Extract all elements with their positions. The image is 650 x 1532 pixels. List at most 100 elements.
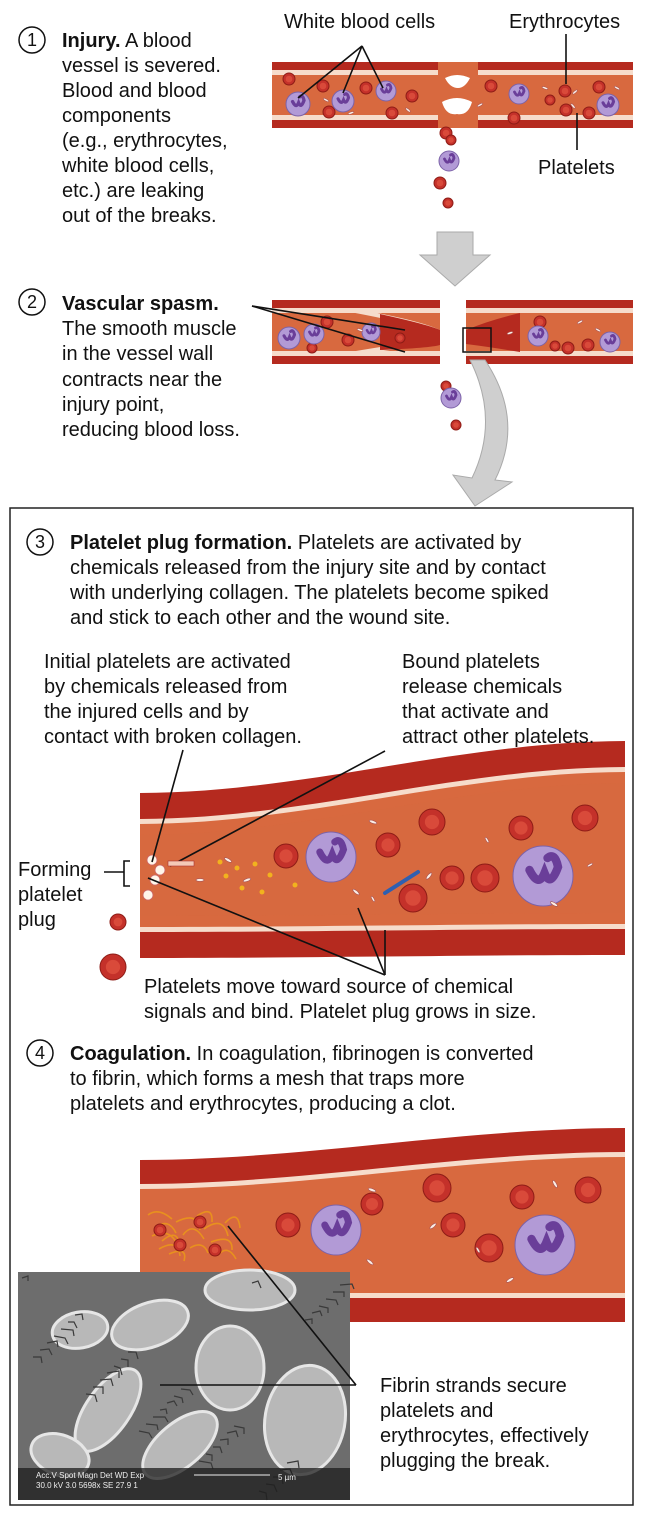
leader-platelets-move [147,877,386,976]
fibrin-strand [182,1228,205,1240]
label-white-blood-cells: White blood cells [284,11,435,33]
step3-line: and stick to each other and the wound si… [70,607,450,629]
wbc-nucleus [445,390,458,401]
platelet [572,89,578,95]
micrograph-fibrin [46,1340,59,1348]
step1-line: white blood cells, [61,155,214,177]
erythrocyte-center [445,200,451,206]
micrograph-info-bar [18,1468,350,1500]
chemical-signal [252,861,258,867]
label-forming-plug: Forming [18,859,91,881]
step1-line: Blood and blood [62,80,207,102]
erythrocyte-center [429,1180,445,1196]
wbc-nucleus [604,334,617,345]
wbc-nucleus [308,326,321,337]
micrograph-fibrin [325,1298,339,1306]
erythrocyte-center [443,383,449,389]
erythrocyte-center [113,917,123,927]
step1-line: vessel is severed. [62,55,221,77]
fibrin-strand [168,1250,186,1262]
micrograph-erythrocyte [203,1268,297,1312]
platelet [195,878,205,882]
step1-heading: Injury. [62,30,121,52]
platelet [484,837,490,843]
erythrocyte-center [442,129,450,137]
erythrocyte-center [381,838,395,852]
erythrocyte-center [309,345,315,351]
step3-heading: Platelet plug formation. [70,532,292,554]
leader-fibrin [227,1225,357,1386]
electron-micrograph [18,1268,355,1501]
callout-initial-platelets: contact with broken collagen. [44,726,302,748]
erythrocyte-center [562,106,570,114]
step1-line: Injury. A blood [62,30,192,52]
chemical-signal [259,889,265,895]
erythrocyte-center [281,1218,295,1232]
micrograph-fibrin [85,1393,98,1403]
platelet [367,1187,377,1193]
erythrocyte-center [156,1226,164,1234]
fibrin-strand [189,1244,209,1254]
down-arrow-icon [418,231,492,287]
callout-bound-platelets: release chemicals [402,676,562,698]
micrograph-fibrin [318,1305,329,1313]
step3-line: Platelet plug formation. Platelets are a… [70,532,521,554]
platelet [475,1247,481,1253]
fibrin-strand [147,1211,173,1220]
chemical-signal [267,872,273,878]
platelet [224,857,232,863]
zoom-box [462,327,492,353]
platelet [356,328,364,332]
micrograph-erythrocyte [194,1324,266,1412]
step2-line: injury point, [62,394,164,416]
micrograph-fibrin [113,1365,123,1376]
step4-text: 4 Coagulation. In coagulation, fibrinoge… [26,1039,589,1490]
micrograph-fibrin [120,1358,129,1367]
step4-line: to fibrin, which forms a mesh that traps… [70,1068,465,1090]
curved-arrow-icon [451,359,514,507]
artwork [18,34,633,1501]
platelet [577,319,583,325]
step2-line: in the vessel wall [62,343,213,365]
erythrocyte-center [477,870,493,886]
micrograph-fibrin [153,1416,169,1423]
bound-platelet [167,860,195,867]
erythrocyte-center [397,335,403,341]
steps-3-4-frame [9,507,634,1506]
erythrocyte-center [424,814,440,830]
step4-number: 4 [35,1043,45,1063]
platelet [370,896,376,902]
micrograph-fibrin [226,1430,239,1438]
platelet [570,103,576,109]
erythrocyte-center [344,336,352,344]
micrograph-fibrin [219,1438,229,1445]
micrograph-values: 30.0 kV 3.0 5698x SE 27.9 1 [36,1481,138,1490]
micrograph-fibrin [166,1400,178,1407]
wbc-nucleus [532,328,545,339]
chemical-signal [234,865,240,871]
callout-fibrin: plugging the break. [380,1450,550,1472]
platelet [541,86,549,90]
micrograph-fibrin [205,1453,213,1461]
erythrocyte-center [577,810,593,826]
micrograph-fibrin [251,1280,262,1289]
leader-initial-platelets [151,749,184,863]
erythrocyte-center [585,109,593,117]
micrograph-fibrin [304,1318,313,1324]
erythrocyte-center [584,341,592,349]
step1-line: (e.g., erythrocytes, [62,130,228,152]
erythrocyte-center [453,422,459,428]
step3-number: 3 [35,532,45,552]
erythrocyte-center [365,1197,379,1211]
erythrocyte-center [595,83,603,91]
wbc-nucleus [316,837,348,864]
micrograph-scale: 5 µm [278,1473,296,1482]
wbc-nucleus [601,96,616,108]
platelet [347,111,355,115]
wbc-nucleus [525,852,563,884]
step1-line: etc.) are leaking [62,180,204,202]
chemical-signal [217,859,223,865]
activated-platelet [154,864,166,876]
erythrocyte-center [547,97,553,103]
erythrocyte-center [105,959,121,975]
